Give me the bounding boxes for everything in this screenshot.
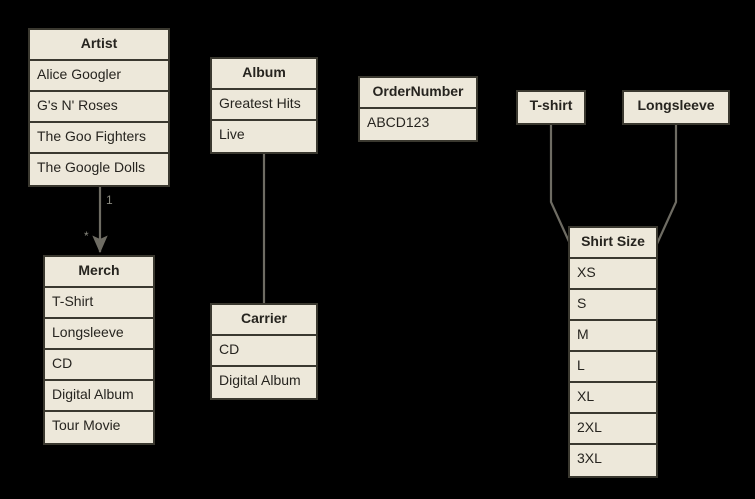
entity-merch-row-4[interactable]: Tour Movie [45, 412, 153, 443]
entity-carrier-row-0[interactable]: CD [212, 336, 316, 367]
entity-ordernumber-row-0[interactable]: ABCD123 [360, 109, 476, 140]
entity-album-row-0[interactable]: Greatest Hits [212, 90, 316, 121]
entity-merch-row-0[interactable]: T-Shirt [45, 288, 153, 319]
connector-longsleeve-to-shirtsize [654, 121, 678, 247]
entity-shirtsize-row-3[interactable]: L [570, 352, 656, 383]
entity-tshirt[interactable]: T-shirt [516, 90, 586, 125]
entity-album-title: Album [212, 59, 316, 90]
entity-shirtsize[interactable]: Shirt Size XS S M L XL 2XL 3XL [568, 226, 658, 478]
multiplicity-label-source-artist-merch: 1 [106, 193, 113, 207]
entity-artist[interactable]: Artist Alice Googler G's N' Roses The Go… [28, 28, 170, 187]
entity-shirtsize-title: Shirt Size [570, 228, 656, 259]
entity-artist-row-1[interactable]: G's N' Roses [30, 92, 168, 123]
entity-shirtsize-row-2[interactable]: M [570, 321, 656, 352]
entity-shirtsize-row-5[interactable]: 2XL [570, 414, 656, 445]
entity-album-row-1[interactable]: Live [212, 121, 316, 152]
entity-merch-row-1[interactable]: Longsleeve [45, 319, 153, 350]
entity-artist-row-3[interactable]: The Google Dolls [30, 154, 168, 185]
connector-tshirt-to-shirtsize [549, 121, 573, 247]
entity-merch-title: Merch [45, 257, 153, 288]
entity-shirtsize-row-0[interactable]: XS [570, 259, 656, 290]
entity-ordernumber-title: OrderNumber [360, 78, 476, 109]
entity-longsleeve-title: Longsleeve [624, 92, 728, 123]
entity-album[interactable]: Album Greatest Hits Live [210, 57, 318, 154]
entity-merch[interactable]: Merch T-Shirt Longsleeve CD Digital Albu… [43, 255, 155, 445]
entity-shirtsize-row-1[interactable]: S [570, 290, 656, 321]
entity-shirtsize-row-4[interactable]: XL [570, 383, 656, 414]
multiplicity-label-target-artist-merch: * [84, 229, 89, 243]
entity-merch-row-3[interactable]: Digital Album [45, 381, 153, 412]
entity-ordernumber[interactable]: OrderNumber ABCD123 [358, 76, 478, 142]
entity-artist-row-0[interactable]: Alice Googler [30, 61, 168, 92]
entity-merch-row-2[interactable]: CD [45, 350, 153, 381]
entity-artist-title: Artist [30, 30, 168, 61]
entity-carrier[interactable]: Carrier CD Digital Album [210, 303, 318, 400]
entity-shirtsize-row-6[interactable]: 3XL [570, 445, 656, 476]
entity-carrier-row-1[interactable]: Digital Album [212, 367, 316, 398]
entity-artist-row-2[interactable]: The Goo Fighters [30, 123, 168, 154]
entity-longsleeve[interactable]: Longsleeve [622, 90, 730, 125]
entity-tshirt-title: T-shirt [518, 92, 584, 123]
entity-carrier-title: Carrier [212, 305, 316, 336]
